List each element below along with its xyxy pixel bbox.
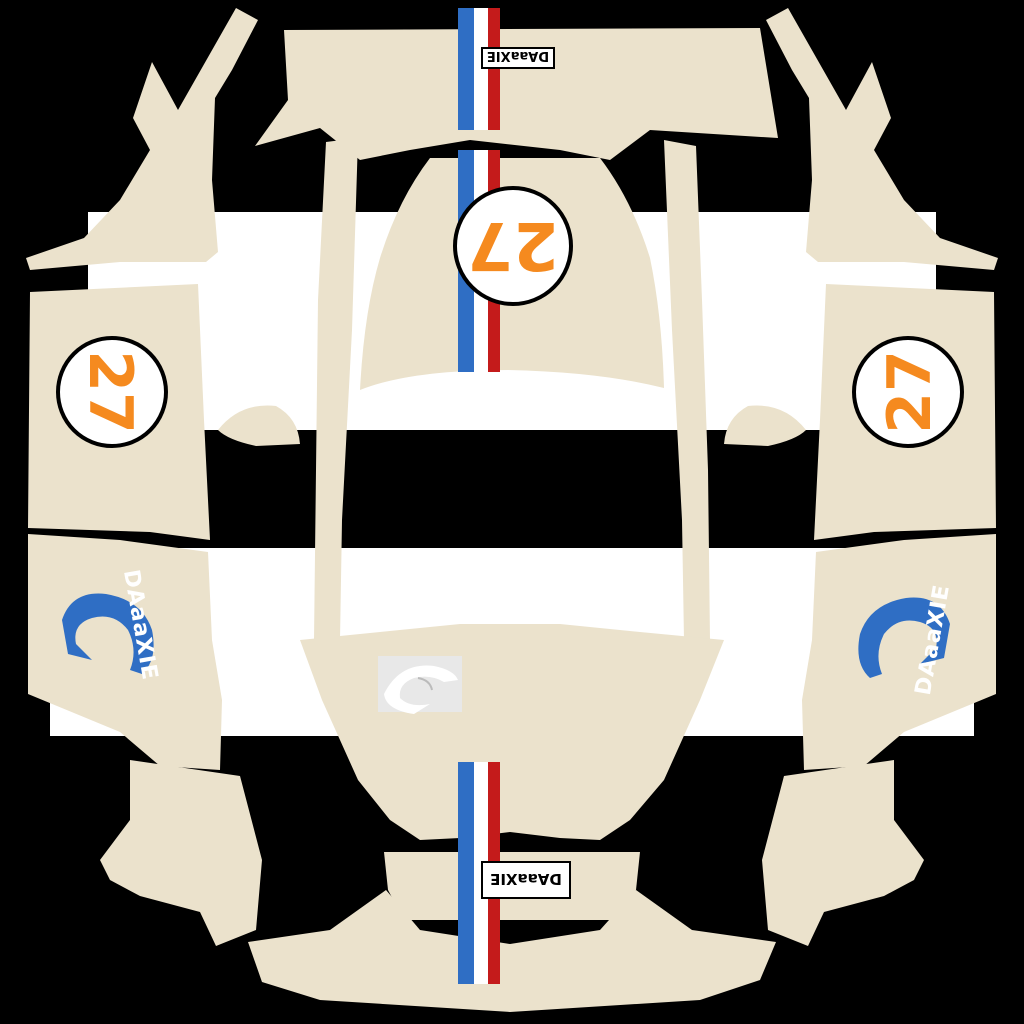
top-right-wing [766,8,998,270]
left-door-lower [28,534,222,770]
bottom-bumper [248,890,776,1012]
top-sponsor-tag: DAaaXIE [481,47,555,69]
left-rear-quarter [100,760,262,946]
right-rear-quarter [762,760,924,946]
left-pillar-strip [314,138,358,640]
right-mirror [724,405,806,446]
nose-sponsor-text: DAaaXIE [490,870,562,888]
right-door-lower [802,534,996,770]
swoosh-emblem-icon [378,656,462,714]
top-panel [255,28,778,160]
number-roundel-icon: 27 [56,336,168,448]
top-sponsor-text: DAaaXIE [487,48,549,63]
right-side-number: 27 [875,350,945,434]
right-pillar-strip [664,140,710,640]
nose-sponsor-tag: DAaaXIE [481,861,571,899]
left-side-number: 27 [75,350,145,434]
number-roundel-icon: 27 [453,186,573,306]
number-roundel-icon: 27 [852,336,964,448]
hood-number: 27 [467,207,559,284]
top-left-wing [26,8,258,270]
left-mirror [218,405,300,446]
